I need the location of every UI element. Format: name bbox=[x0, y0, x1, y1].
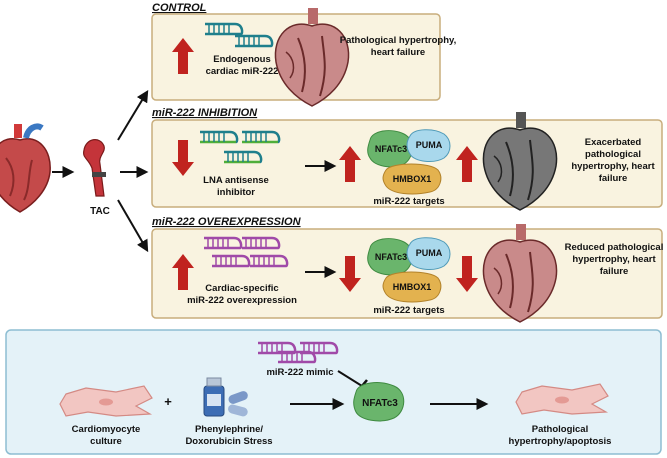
overexpression-agent-1: Cardiac-specific bbox=[205, 283, 278, 294]
invitro-cell-label-1: Cardiomyocyte bbox=[72, 424, 141, 435]
overexpression-targets-group: NFATc3 PUMA HMBOX1 bbox=[367, 237, 451, 303]
inhibition-target-puma: PUMA bbox=[416, 140, 443, 150]
tac-label: TAC bbox=[90, 206, 110, 217]
invitro-plus: + bbox=[164, 394, 172, 409]
inhibition-outcome-4: failure bbox=[599, 173, 628, 184]
puma-protein-icon bbox=[406, 129, 451, 162]
invitro-mimic-label: miR-222 mimic bbox=[266, 367, 333, 378]
invitro-outcome-1: Pathological bbox=[532, 424, 588, 435]
invitro-outcome-2: hypertrophy/apoptosis bbox=[509, 436, 612, 447]
inhibition-outcome-2: pathological bbox=[585, 149, 641, 160]
invitro-stress-1: Phenylephrine/ bbox=[195, 424, 263, 435]
inhibition-title: miR-222 INHIBITION bbox=[152, 107, 258, 119]
control-outcome-1: Pathological hypertrophy, bbox=[340, 35, 456, 46]
mimic-inhibition-line bbox=[337, 370, 363, 387]
inhibition-agent-1: LNA antisense bbox=[203, 175, 269, 186]
invitro-nfatc3-protein-icon bbox=[353, 382, 405, 422]
overexpression-outcome-2: hypertrophy, heart bbox=[572, 254, 656, 265]
invitro-target: NFATc3 bbox=[362, 398, 398, 409]
overexpression-target-nfatc3: NFATc3 bbox=[375, 252, 407, 262]
overexpression-outcome-1: Reduced pathological bbox=[565, 242, 664, 253]
inhibition-target-hmbox1: HMBOX1 bbox=[393, 174, 432, 184]
hmbox1-protein-icon bbox=[382, 163, 442, 195]
drug-bottle-and-pills-icon bbox=[203, 377, 248, 417]
invitro-stress-2: Doxorubicin Stress bbox=[185, 436, 272, 447]
overexpression-agent-2: miR-222 overexpression bbox=[187, 295, 297, 306]
overexpression-target-puma: PUMA bbox=[416, 248, 443, 258]
control-title: CONTROL bbox=[152, 2, 207, 14]
inhibition-targets-label: miR-222 targets bbox=[373, 196, 444, 207]
hmbox1-protein-icon bbox=[382, 271, 442, 303]
aorta-constriction-icon bbox=[83, 139, 106, 197]
inhibition-target-nfatc3: NFATc3 bbox=[375, 144, 407, 154]
invitro-panel bbox=[5, 329, 662, 455]
overexpression-targets-label: miR-222 targets bbox=[373, 305, 444, 316]
overexpression-target-hmbox1: HMBOX1 bbox=[393, 282, 432, 292]
inhibition-agent-2: inhibitor bbox=[217, 187, 255, 198]
invitro-cell-label-2: culture bbox=[90, 436, 122, 447]
overexpression-title: miR-222 OVEREXPRESSION bbox=[152, 216, 302, 228]
puma-protein-icon bbox=[406, 237, 451, 270]
inhibition-targets-group: NFATc3 PUMA HMBOX1 bbox=[367, 129, 451, 195]
arrow-to-overexpression bbox=[117, 199, 149, 253]
control-mirna-label-2: cardiac miR-222 bbox=[206, 66, 279, 77]
control-outcome-2: heart failure bbox=[371, 47, 425, 58]
inhibition-outcome-1: Exacerbated bbox=[585, 137, 642, 148]
whole-heart-illustration bbox=[0, 124, 50, 212]
control-mirna-label-1: Endogenous bbox=[213, 54, 271, 65]
overexpression-outcome-3: failure bbox=[600, 266, 629, 277]
inhibition-outcome-3: hypertrophy, heart bbox=[571, 161, 655, 172]
arrow-to-control bbox=[117, 89, 149, 141]
